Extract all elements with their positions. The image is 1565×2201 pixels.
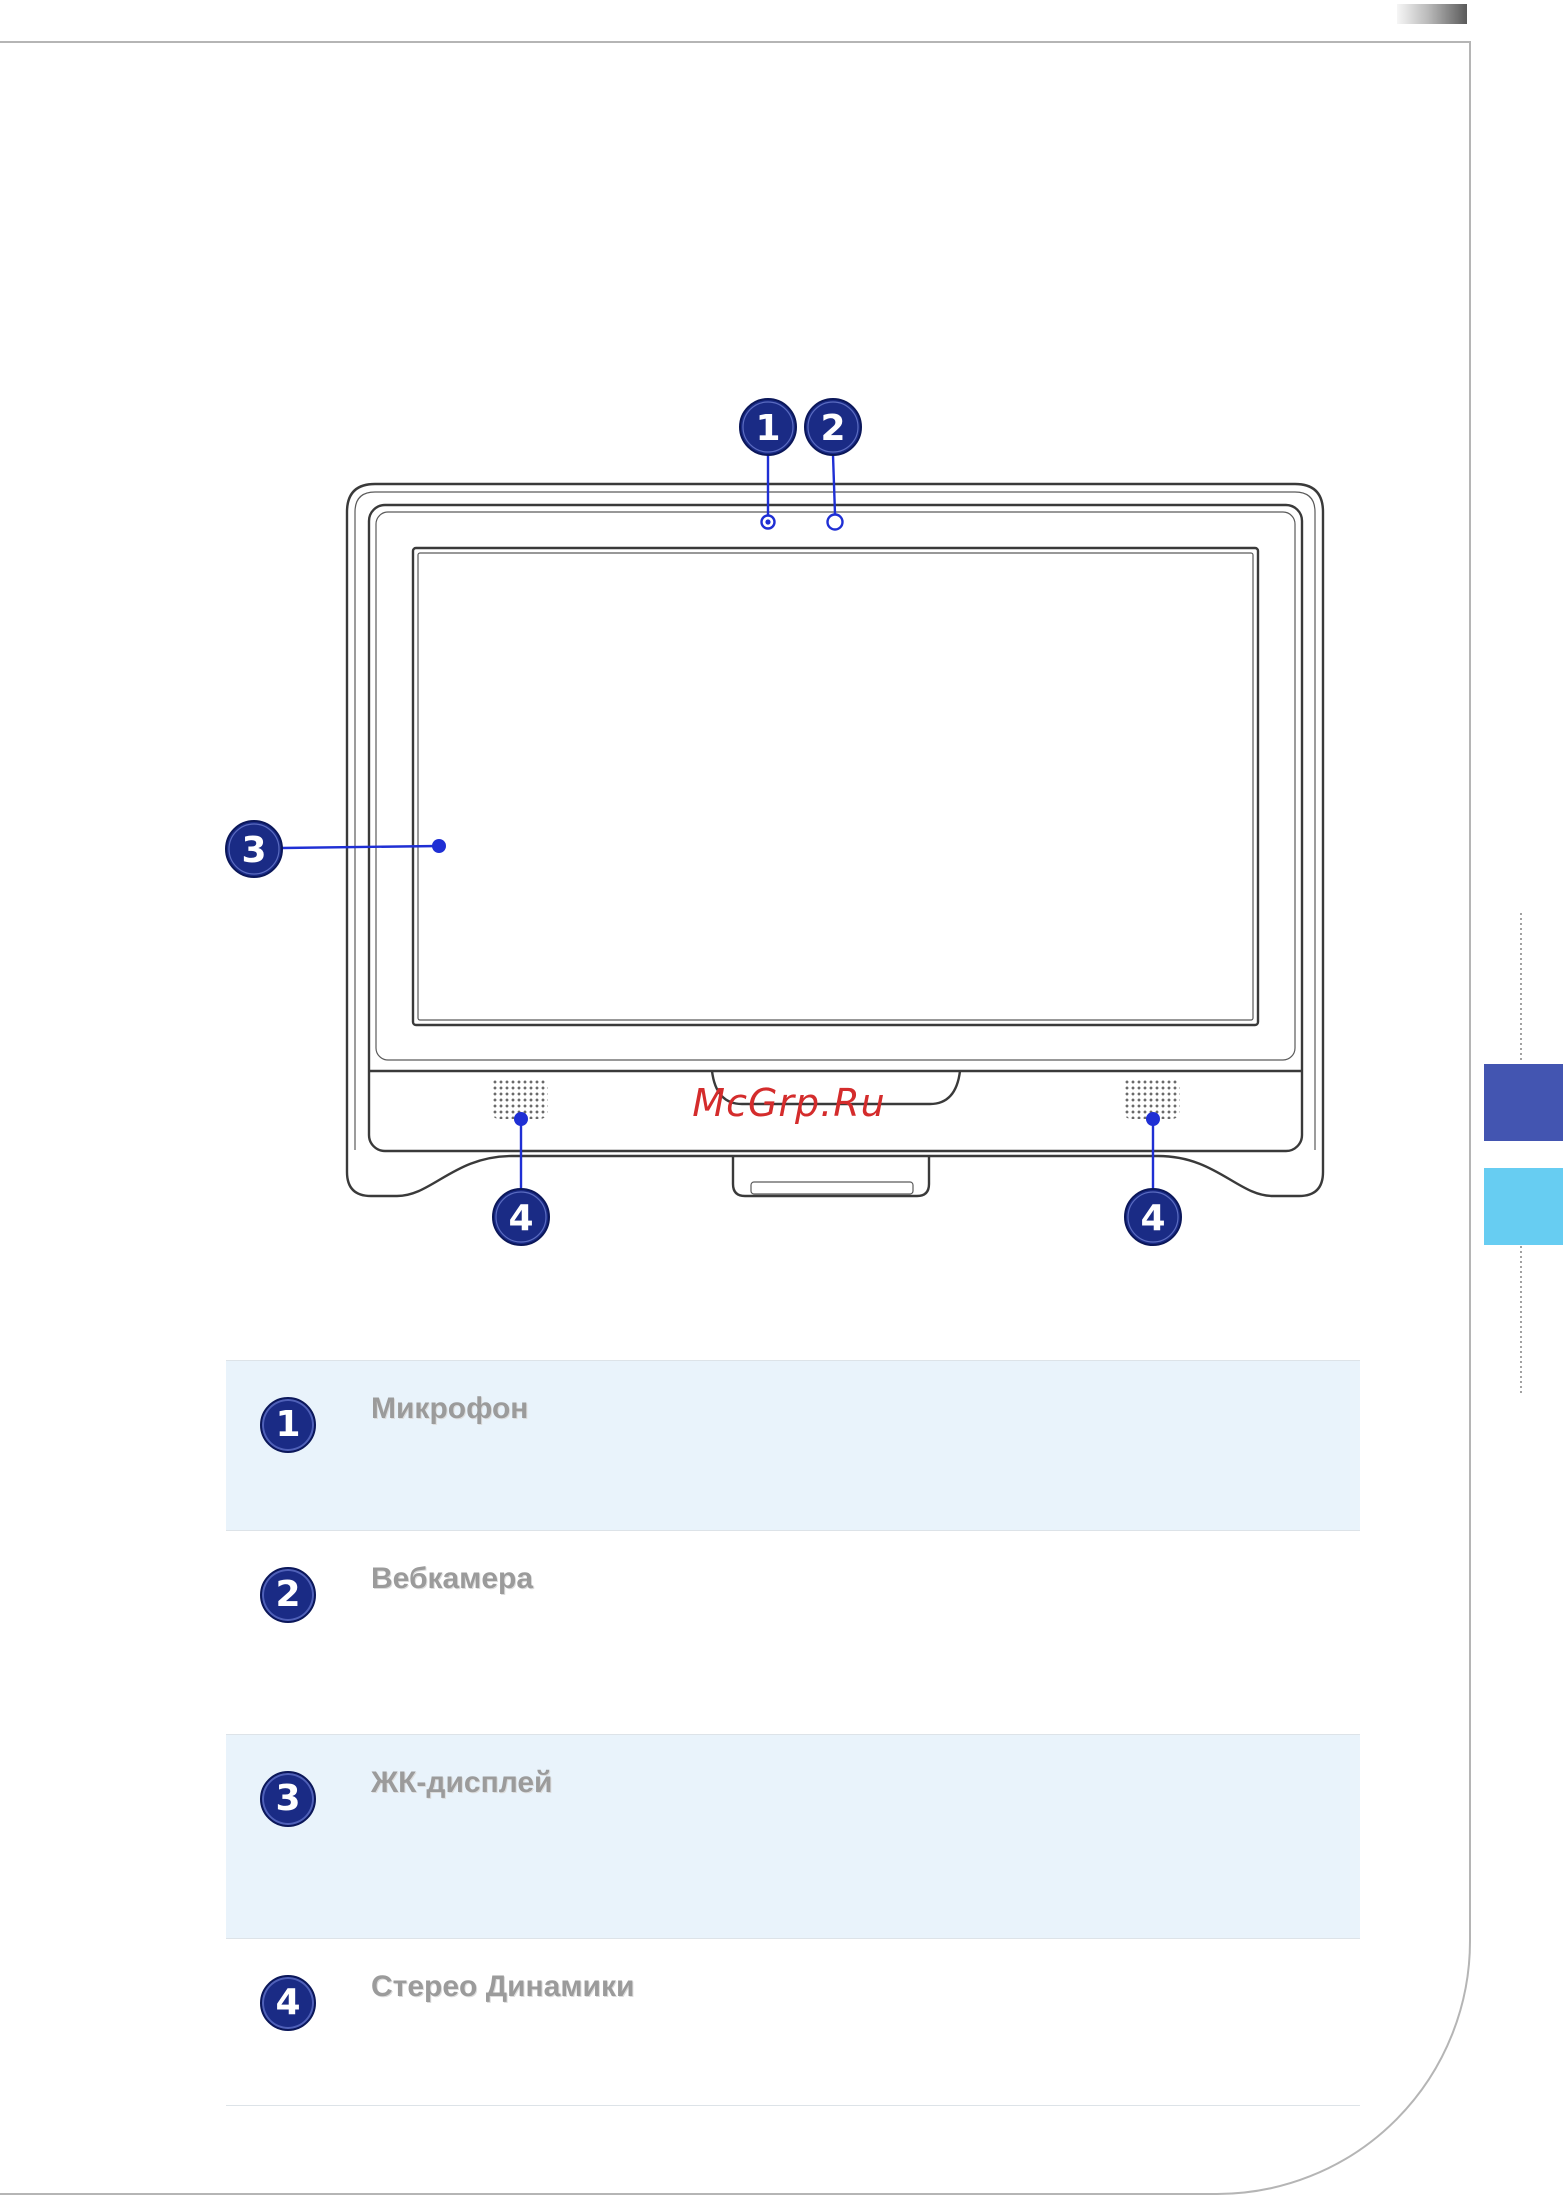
badge-ring <box>1128 1192 1178 1242</box>
table-row: 3 ЖК-дисплей <box>226 1734 1360 1938</box>
numbered-circle-icon: 1 <box>260 1397 316 1453</box>
callout-number: 3 <box>241 830 266 871</box>
row-number: 4 <box>275 1985 300 2021</box>
callout-badge-4-right: 4 <box>1125 1189 1181 1245</box>
numbered-circle-icon <box>1125 1189 1181 1245</box>
part-label: Вебкамера <box>371 1562 533 1596</box>
row-number: 3 <box>275 1781 300 1817</box>
table-row: 1 Микрофон <box>226 1360 1360 1530</box>
numbered-circle-icon <box>805 399 861 455</box>
badge-ring <box>808 402 858 452</box>
leader-line-3 <box>282 846 439 848</box>
callout-number: 4 <box>508 1198 533 1239</box>
numbered-circle-icon: 2 <box>260 1567 316 1623</box>
numbered-circle-icon <box>226 821 282 877</box>
row-number: 2 <box>275 1577 300 1613</box>
center-logo-tab <box>712 1071 960 1104</box>
lcd-screen-inner-edge <box>418 553 1253 1020</box>
part-label: Стерео Динамики <box>371 1970 634 2004</box>
numbered-circle-icon: 3 <box>260 1771 316 1827</box>
watermark: McGrp.Ru <box>692 1081 885 1125</box>
index-tab-dark <box>1484 1064 1563 1141</box>
part-label: Микрофон <box>371 1392 528 1426</box>
part-label: ЖК-дисплей <box>371 1766 553 1800</box>
microphone-hole-icon <box>762 516 775 529</box>
monitor-front-diagram: 1 2 3 4 4 McGrp.Ru <box>0 0 1565 1300</box>
stand-base <box>733 1156 929 1196</box>
callout-number: 1 <box>755 408 780 449</box>
leader-line-2 <box>833 455 835 514</box>
parts-table: 1 Микрофон 2 Вебкамера 3 ЖК-дисплей 4 Ст… <box>226 1360 1360 2106</box>
monitor-bezel-inner-edge <box>355 492 1315 1150</box>
table-row: 4 Стерео Динамики <box>226 1938 1360 2106</box>
callout-badge-4-left: 4 <box>493 1189 549 1245</box>
badge-ring <box>229 824 279 874</box>
callout-number: 4 <box>1140 1198 1165 1239</box>
callout-badge-3: 3 <box>226 821 282 877</box>
index-tab-light <box>1484 1168 1563 1245</box>
callout-badge-2: 2 <box>805 399 861 455</box>
badge-ring <box>496 1192 546 1242</box>
microphone-hole-center <box>765 519 770 524</box>
numbered-circle-icon <box>740 399 796 455</box>
callout-badge-1: 1 <box>740 399 796 455</box>
stand-base-slot <box>751 1182 913 1194</box>
lcd-screen <box>413 548 1258 1025</box>
speaker-grille-right <box>1123 1078 1180 1119</box>
badge-ring <box>743 402 793 452</box>
webcam-lens-icon <box>828 515 843 530</box>
monitor-front-panel <box>369 505 1302 1151</box>
row-number: 1 <box>275 1407 300 1443</box>
numbered-circle-icon <box>493 1189 549 1245</box>
leader-dot-3 <box>432 839 446 853</box>
monitor-front-panel-inner-edge <box>376 512 1295 1060</box>
callout-number: 2 <box>820 408 845 449</box>
numbered-circle-icon: 4 <box>260 1975 316 2031</box>
speaker-grille-left <box>491 1078 548 1119</box>
header-gradient-tab <box>1397 4 1467 24</box>
table-row: 2 Вебкамера <box>226 1530 1360 1734</box>
